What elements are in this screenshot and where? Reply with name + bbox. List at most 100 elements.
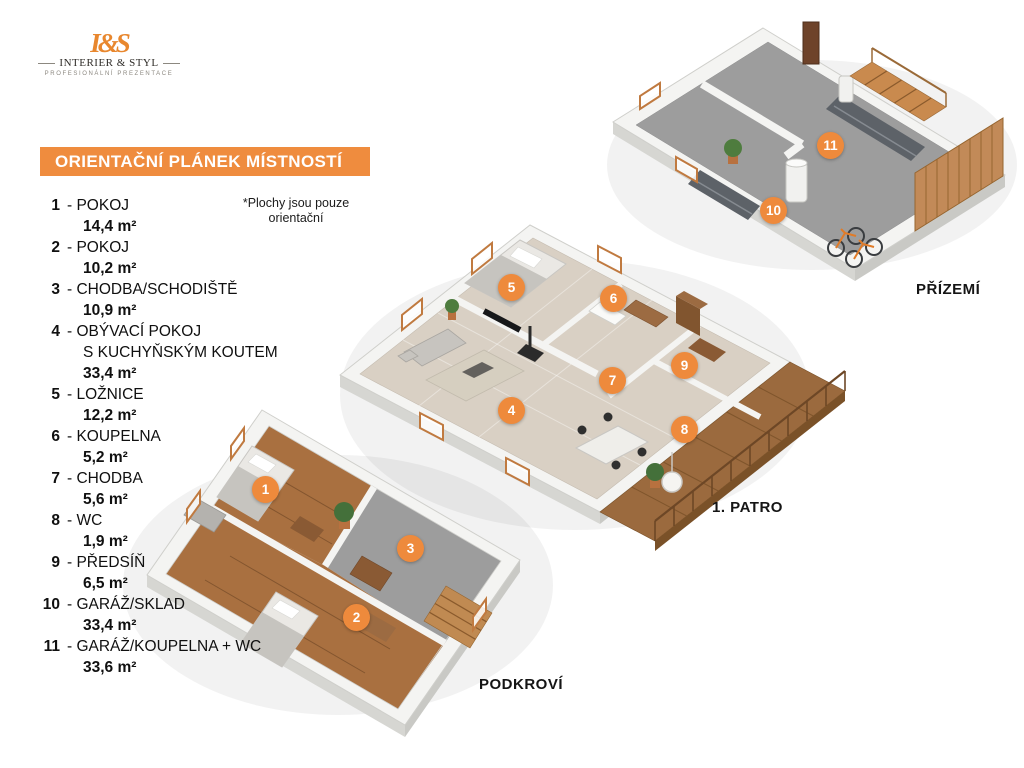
logo-rule-right	[162, 62, 181, 64]
door-icon	[802, 21, 820, 65]
logo-rule-left	[38, 62, 56, 64]
legend-number: 1	[51, 197, 60, 214]
legend-label: - CHODBA/SCHODIŠTĚ	[67, 281, 238, 298]
legend-label: - OBÝVACÍ POKOJ	[67, 323, 202, 340]
ground-interior-walls	[699, 80, 805, 160]
room-marker-10: 10	[760, 197, 787, 224]
legend-item: 7 - CHODBA 5,6 m²	[40, 468, 278, 510]
legend-label: - WC	[67, 512, 103, 529]
legend-area: 33,6 m²	[83, 659, 137, 676]
room-marker-4: 4	[498, 397, 525, 424]
tv-icon	[482, 308, 522, 333]
note-disclaimer: *Plochy jsou pouze orientační	[228, 196, 364, 226]
legend-item: 11 - GARÁŽ/KOUPELNA + WC 33,6 m²	[40, 636, 278, 678]
window-icon	[401, 240, 622, 487]
legend-number: 5	[51, 386, 60, 403]
note-line2: orientační	[268, 211, 324, 225]
title-text: ORIENTAČNÍ PLÁNEK MÍSTNOSTÍ	[55, 152, 343, 171]
room-marker-3: 3	[397, 535, 424, 562]
sofa-icon	[397, 328, 467, 367]
kitchen-cabinets-icon	[623, 291, 708, 336]
stairs-icon	[849, 47, 947, 122]
legend-area: 12,2 m²	[83, 407, 137, 424]
stove-icon	[517, 326, 544, 362]
room-marker-6: 6	[600, 285, 627, 312]
legend-label: - CHODBA	[67, 470, 143, 487]
floor-label-first: 1. PATRO	[712, 499, 783, 516]
company-logo: I&S INTERIER & STYL PROFESIONÁLNÍ PREZEN…	[38, 28, 181, 77]
plant-icon	[334, 502, 354, 529]
legend-label: - GARÁŽ/SKLAD	[67, 596, 185, 613]
legend-label-line2: S KUCHYŇSKÝM KOUTEM	[83, 344, 278, 361]
legend-number: 11	[43, 638, 60, 655]
plant-icon	[724, 139, 742, 164]
room-marker-11: 11	[817, 132, 844, 159]
legend-item: 2 - POKOJ 10,2 m²	[40, 237, 278, 279]
legend-number: 9	[51, 554, 60, 571]
legend-label: - POKOJ	[67, 239, 130, 256]
terrace-railing	[654, 370, 846, 541]
legend-area: 33,4 m²	[83, 365, 137, 382]
legend-area: 1,9 m²	[83, 533, 128, 550]
legend-item: 10 - GARÁŽ/SKLAD 33,4 m²	[40, 594, 278, 636]
floor-plan-ground-floor	[607, 21, 1017, 281]
room-marker-9: 9	[671, 352, 698, 379]
room-marker-5: 5	[498, 274, 525, 301]
logo-name: INTERIER & STYL	[59, 57, 159, 69]
legend-item: 9 - PŘEDSÍŇ 6,5 m²	[40, 552, 278, 594]
legend-area: 6,5 m²	[83, 575, 128, 592]
legend-item: 5- LOŽNICE 12,2 m²	[40, 384, 278, 426]
legend-number: 8	[51, 512, 60, 529]
window-icon	[186, 424, 487, 634]
legend-area: 14,4 m²	[83, 218, 137, 235]
legend-number: 2	[51, 239, 60, 256]
floor-plan-attic	[123, 409, 553, 737]
dresser-icon	[290, 516, 324, 542]
plant-icon	[445, 299, 664, 488]
legend-label: - PŘEDSÍŇ	[67, 554, 146, 571]
bed-icon	[240, 591, 319, 668]
coffee-table-icon	[462, 362, 494, 378]
room-marker-1: 1	[252, 476, 279, 503]
legend-number: 3	[51, 281, 60, 298]
stairs-icon	[423, 585, 493, 649]
note-line1: *Plochy jsou pouze	[242, 196, 350, 210]
room-marker-7: 7	[599, 367, 626, 394]
legend-item: 4- OBÝVACÍ POKOJ S KUCHYŇSKÝM KOUTEM 33,…	[40, 321, 278, 384]
title-banner: ORIENTAČNÍ PLÁNEK MÍSTNOSTÍ	[40, 147, 370, 176]
dining-table-icon	[574, 412, 650, 470]
legend-number: 10	[42, 596, 60, 613]
legend-area: 33,4 m²	[83, 617, 137, 634]
logo-monogram: I&S	[90, 28, 131, 58]
floor-label-ground: PŘÍZEMÍ	[916, 281, 981, 298]
wooden-gate	[914, 117, 1004, 232]
legend-item: 1 - POKOJ 14,4 m²	[40, 195, 278, 237]
bicycle-icon	[827, 227, 883, 268]
legend-number: 7	[51, 470, 60, 487]
room-marker-8: 8	[671, 416, 698, 443]
room-marker-2: 2	[343, 604, 370, 631]
shelf-icon	[688, 95, 925, 220]
legend-item: 3 - CHODBA/SCHODIŠTĚ 10,9 m²	[40, 279, 278, 321]
legend-label: - POKOJ	[67, 197, 130, 214]
legend-item: 8 - WC 1,9 m²	[40, 510, 278, 552]
window-icon	[639, 81, 698, 184]
wardrobe-icon	[349, 555, 393, 592]
legend-number: 6	[51, 428, 60, 445]
legend-label: - KOUPELNA	[67, 428, 161, 445]
legend-item: 6 - KOUPELNA 5,2 m²	[40, 426, 278, 468]
water-heater-icon	[785, 75, 854, 203]
wardrobe-icon	[688, 338, 726, 362]
legend-area: 5,2 m²	[83, 449, 128, 466]
floor-label-attic: PODKROVÍ	[479, 676, 564, 693]
legend-area: 10,9 m²	[83, 302, 137, 319]
legend-label: - GARÁŽ/KOUPELNA + WC	[67, 638, 262, 655]
hanging-chair-icon	[661, 452, 683, 493]
room-legend: 1 - POKOJ 14,4 m² 2 - POKOJ 10,2 m² 3 - CHO…	[40, 195, 278, 678]
legend-area: 5,6 m²	[83, 491, 128, 508]
logo-tagline: PROFESIONÁLNÍ PREZENTACE	[44, 71, 174, 77]
legend-area: 10,2 m²	[83, 260, 137, 277]
logo-name-row: INTERIER & STYL	[38, 57, 181, 69]
